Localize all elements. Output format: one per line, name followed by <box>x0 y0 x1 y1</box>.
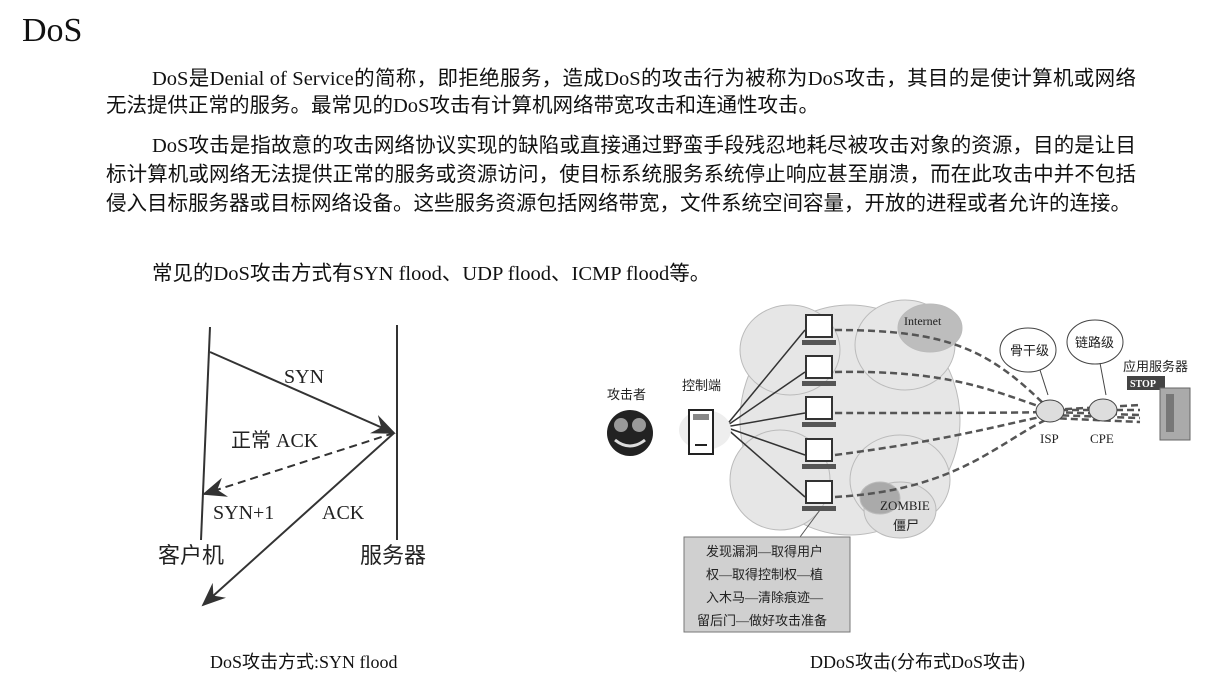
backbone-label: 骨干级 <box>1010 343 1049 358</box>
ddos-diagram: Internet ZOMBIE 僵尸 攻击者 控制端 <box>607 299 1191 633</box>
app-server-label: 应用服务器 <box>1123 359 1188 374</box>
steps-line: 权—取得控制权—植 <box>706 567 823 582</box>
zombie-computer-icon <box>802 355 836 386</box>
zombie-computer-icon <box>802 480 836 511</box>
client-label: 客户机 <box>158 543 224 568</box>
attacker-label: 攻击者 <box>607 387 646 402</box>
stop-sign <box>1127 376 1165 390</box>
steps-line: 发现漏洞—取得用户 <box>706 544 823 559</box>
steps-line: 留后门—做好攻击准备 <box>697 613 827 628</box>
zombie-label: ZOMBIE <box>880 498 930 513</box>
paragraph-description: DoS攻击是指故意的攻击网络协议实现的缺陷或直接通过野蛮手段残忍地耗尽被攻击对象… <box>106 135 1136 215</box>
zombie-computer-icon <box>802 438 836 469</box>
paragraph-definition: DoS是Denial of Service的简称，即拒绝服务，造成DoS的攻击行… <box>106 68 1136 117</box>
internet-cloud <box>729 299 963 539</box>
isp-label: ISP <box>1040 431 1059 446</box>
controller-icon <box>679 409 731 455</box>
backbone-bubble <box>999 327 1057 396</box>
ddos-caption: DDoS攻击(分布式DoS攻击) <box>810 652 1026 672</box>
link-bubble <box>1066 319 1124 396</box>
zombie-computer-icon <box>802 314 836 345</box>
syn-flood-caption: DoS攻击方式:SYN flood <box>210 652 398 672</box>
syn-label: SYN <box>284 366 324 388</box>
normal-ack-arrow <box>202 432 395 497</box>
server-label: 服务器 <box>360 543 426 568</box>
steps-callout <box>683 509 851 633</box>
zombie-computer-icon <box>802 396 836 427</box>
zombie-cn-label: 僵尸 <box>893 518 919 533</box>
zombie-computers <box>802 314 836 511</box>
isp-router-icon <box>1035 399 1065 423</box>
syn-plus-1-label: SYN+1 <box>213 502 274 524</box>
paragraph-methods: 常见的DoS攻击方式有SYN flood、UDP flood、ICMP floo… <box>152 263 711 285</box>
controller-label: 控制端 <box>682 378 721 393</box>
syn-arrow <box>209 351 396 434</box>
slide-title: DoS <box>22 12 83 49</box>
internet-label: Internet <box>904 314 942 328</box>
normal-ack-label: 正常 ACK <box>231 429 319 452</box>
control-lines <box>724 329 806 498</box>
ack-label: ACK <box>322 502 365 524</box>
ack-arrow <box>201 432 395 607</box>
cpe-label: CPE <box>1090 431 1114 446</box>
app-server-icon <box>1159 387 1191 441</box>
stop-label: STOP <box>1130 379 1156 390</box>
cpe-router-icon <box>1088 398 1118 422</box>
steps-line: 入木马—清除痕迹— <box>706 590 824 605</box>
attacker-icon <box>607 410 653 456</box>
link-label: 链路级 <box>1075 335 1114 350</box>
client-timeline <box>200 326 211 541</box>
